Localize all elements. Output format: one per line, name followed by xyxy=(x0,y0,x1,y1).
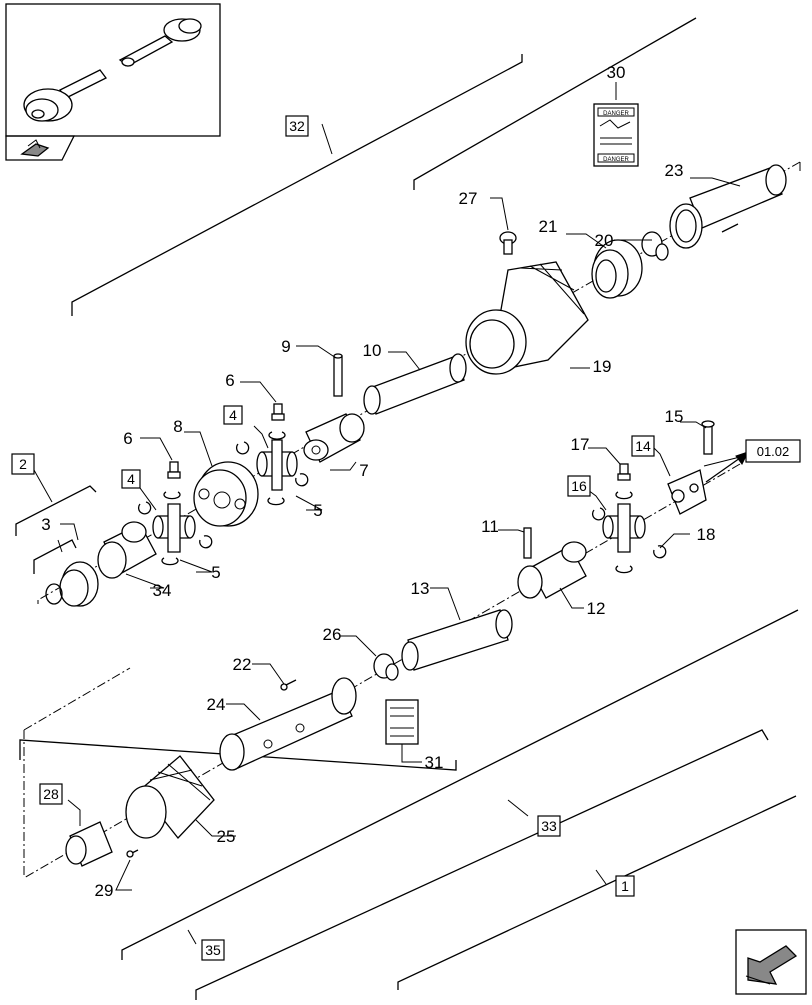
leader-lines xyxy=(60,82,745,891)
part-screw-29[interactable] xyxy=(126,849,139,858)
part-nipple-6a[interactable] xyxy=(271,403,285,421)
svg-text:32: 32 xyxy=(289,118,305,134)
center-lines xyxy=(23,161,801,879)
part-tube-23[interactable] xyxy=(669,164,787,249)
label-5-upper: 5 xyxy=(313,501,322,520)
part-ring-26[interactable] xyxy=(373,653,399,681)
boxed-label-1[interactable]: 1 xyxy=(615,875,635,897)
label-23: 23 xyxy=(665,161,684,180)
part-bolt-27[interactable] xyxy=(499,231,517,255)
next-page-arrow-button[interactable] xyxy=(735,929,807,995)
label-9: 9 xyxy=(281,337,290,356)
part-cross-upper[interactable] xyxy=(235,431,309,506)
part-cross-lower[interactable] xyxy=(137,491,213,566)
label-26: 26 xyxy=(323,625,342,644)
decal-danger-bottom: DANGER xyxy=(603,157,629,163)
svg-text:14: 14 xyxy=(635,438,651,454)
part-pin-11[interactable] xyxy=(523,527,532,559)
part-boot-19[interactable] xyxy=(465,261,589,375)
label-11: 11 xyxy=(481,517,499,536)
decal-30[interactable]: DANGER DANGER xyxy=(593,103,639,167)
part-profile-tube-10[interactable] xyxy=(363,353,467,415)
svg-text:1: 1 xyxy=(621,878,629,894)
label-13: 13 xyxy=(411,579,430,598)
reference-label: 01.02 xyxy=(757,444,790,459)
label-6-upper: 6 xyxy=(225,371,234,390)
part-ring-20[interactable] xyxy=(641,231,669,261)
label-8: 8 xyxy=(173,417,182,436)
reference-arrow[interactable]: 01.02 xyxy=(705,439,801,483)
part-number-labels: 30 23 27 21 20 9 10 19 6 6 8 7 5 5 3 34 … xyxy=(41,63,715,900)
part-yoke-7[interactable] xyxy=(303,413,365,463)
part-tube-24[interactable] xyxy=(219,677,357,771)
boxed-label-35[interactable]: 35 xyxy=(201,939,225,961)
label-5-lower: 5 xyxy=(211,563,220,582)
part-collar-21[interactable] xyxy=(591,239,643,299)
boxed-label-4-upper[interactable]: 4 xyxy=(223,405,243,425)
part-screw-22[interactable] xyxy=(280,679,297,691)
part-yoke-12[interactable] xyxy=(517,541,587,599)
label-6-lower: 6 xyxy=(123,429,132,448)
part-pin-15[interactable] xyxy=(701,420,715,455)
inset-shaft-drawing xyxy=(23,18,202,122)
label-30: 30 xyxy=(607,63,626,82)
boxed-label-4-lower[interactable]: 4 xyxy=(121,469,141,489)
label-15: 15 xyxy=(665,407,684,426)
label-21: 21 xyxy=(539,217,558,236)
part-boot-25[interactable] xyxy=(125,755,215,839)
label-17: 17 xyxy=(571,435,590,454)
decal-31[interactable] xyxy=(385,699,419,745)
svg-text:33: 33 xyxy=(541,818,557,834)
label-7: 7 xyxy=(359,461,368,480)
svg-text:16: 16 xyxy=(571,478,587,494)
label-34: 34 xyxy=(153,581,172,600)
svg-text:4: 4 xyxy=(229,407,237,423)
boxed-number-labels: 32 2 4 4 14 16 28 33 xyxy=(11,115,655,961)
label-18: 18 xyxy=(697,525,716,544)
part-nipple-17[interactable] xyxy=(617,463,631,481)
label-19: 19 xyxy=(593,357,612,376)
boxed-label-33[interactable]: 33 xyxy=(537,815,561,837)
svg-text:2: 2 xyxy=(19,456,27,472)
part-pin-9[interactable] xyxy=(333,353,343,397)
boxed-label-32[interactable]: 32 xyxy=(285,115,309,137)
boxed-label-28[interactable]: 28 xyxy=(39,783,63,805)
label-22: 22 xyxy=(233,655,252,674)
part-collar-3[interactable] xyxy=(45,561,99,607)
boxed-label-14[interactable]: 14 xyxy=(631,435,655,457)
label-24: 24 xyxy=(207,695,226,714)
label-12: 12 xyxy=(587,599,606,618)
svg-text:4: 4 xyxy=(127,471,135,487)
label-25: 25 xyxy=(217,827,236,846)
svg-text:28: 28 xyxy=(43,786,59,802)
part-profile-tube-13[interactable] xyxy=(401,609,513,671)
part-yoke-34[interactable] xyxy=(97,521,157,579)
inset-view[interactable] xyxy=(5,3,221,161)
boxed-label-16[interactable]: 16 xyxy=(567,475,591,497)
label-3: 3 xyxy=(41,515,50,534)
part-joint-body-8[interactable] xyxy=(193,461,259,527)
part-yoke-14[interactable] xyxy=(667,469,707,515)
label-29: 29 xyxy=(95,881,114,900)
label-27: 27 xyxy=(459,189,478,208)
part-nipple-6b[interactable] xyxy=(167,461,181,479)
group-bracket-lines xyxy=(15,17,799,1005)
inset-arrow-tab[interactable] xyxy=(5,135,76,161)
boxed-label-2[interactable]: 2 xyxy=(11,453,35,475)
decal-danger-top: DANGER xyxy=(603,111,629,117)
label-10: 10 xyxy=(363,341,382,360)
part-cross-right[interactable] xyxy=(591,491,667,574)
part-sleeve-28[interactable] xyxy=(65,821,113,867)
label-31: 31 xyxy=(425,753,444,772)
label-20: 20 xyxy=(595,231,614,250)
svg-text:35: 35 xyxy=(205,942,221,958)
